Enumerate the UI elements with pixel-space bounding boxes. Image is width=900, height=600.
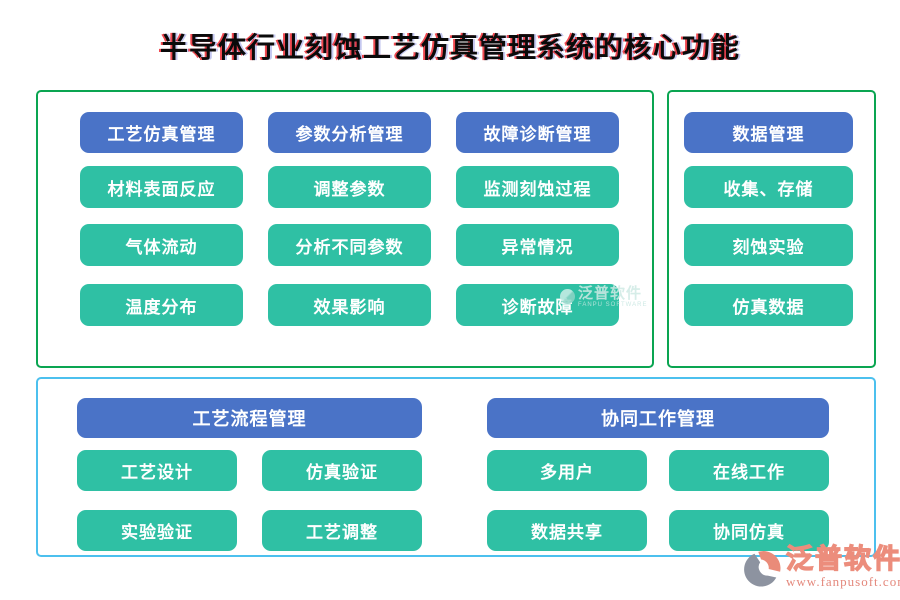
item-button-collab-simulation: 协同仿真	[669, 510, 829, 551]
category-button-fault: 故障诊断管理	[456, 112, 619, 153]
column-parameter-analysis: 参数分析管理 调整参数 分析不同参数 效果影响	[268, 112, 431, 326]
vendor-logo-icon	[744, 549, 782, 587]
item-button-data-share: 数据共享	[487, 510, 647, 551]
column-fault-diagnosis: 故障诊断管理 监测刻蚀过程 异常情况 诊断故障	[456, 112, 619, 326]
column-data-management: 数据管理 收集、存储 刻蚀实验 仿真数据	[684, 112, 853, 326]
vendor-logo: 泛普软件 www.fanpusoft.com	[744, 544, 900, 590]
item-button-simulation-data: 仿真数据	[684, 284, 853, 326]
item-button-effect-impact: 效果影响	[268, 284, 431, 326]
column-simulation-management: 工艺仿真管理 材料表面反应 气体流动 温度分布	[80, 112, 243, 326]
category-button-process-flow: 工艺流程管理	[77, 398, 422, 438]
item-button-simulation-verify: 仿真验证	[262, 450, 422, 491]
category-button-simulation: 工艺仿真管理	[80, 112, 243, 153]
panel-bottom: 工艺流程管理 工艺设计 仿真验证 实验验证 工艺调整 协同工作管理 多用户 在线…	[36, 377, 876, 557]
group-collaboration: 协同工作管理 多用户 在线工作 数据共享 协同仿真	[487, 398, 829, 570]
category-button-data: 数据管理	[684, 112, 853, 153]
item-button-gas-flow: 气体流动	[80, 224, 243, 266]
category-button-collaboration: 协同工作管理	[487, 398, 829, 438]
item-button-collect-store: 收集、存储	[684, 166, 853, 208]
item-button-monitor-etching: 监测刻蚀过程	[456, 166, 619, 208]
item-button-diagnose-fault: 诊断故障	[456, 284, 619, 326]
item-button-process-adjust: 工艺调整	[262, 510, 422, 551]
item-button-analyze-params: 分析不同参数	[268, 224, 431, 266]
button-row: 多用户 在线工作	[487, 450, 829, 491]
item-button-surface-reaction: 材料表面反应	[80, 166, 243, 208]
page-title: 半导体行业刻蚀工艺仿真管理系统的核心功能	[159, 32, 740, 63]
item-button-experiment-verify: 实验验证	[77, 510, 237, 551]
item-button-adjust-params: 调整参数	[268, 166, 431, 208]
button-row: 数据共享 协同仿真	[487, 510, 829, 551]
button-row: 工艺设计 仿真验证	[77, 450, 422, 491]
category-button-parameter: 参数分析管理	[268, 112, 431, 153]
vendor-logo-url: www.fanpusoft.com	[786, 574, 900, 589]
item-button-process-design: 工艺设计	[77, 450, 237, 491]
panel-data-management: 数据管理 收集、存储 刻蚀实验 仿真数据	[667, 90, 876, 368]
item-button-etch-experiment: 刻蚀实验	[684, 224, 853, 266]
item-button-online-work: 在线工作	[669, 450, 829, 491]
vendor-logo-name: 泛普软件	[785, 544, 900, 574]
item-button-multi-user: 多用户	[487, 450, 647, 491]
item-button-temperature: 温度分布	[80, 284, 243, 326]
item-button-abnormal: 异常情况	[456, 224, 619, 266]
group-process-flow: 工艺流程管理 工艺设计 仿真验证 实验验证 工艺调整	[77, 398, 422, 570]
panel-process-simulation: 工艺仿真管理 材料表面反应 气体流动 温度分布 参数分析管理 调整参数 分析不同…	[36, 90, 654, 368]
button-row: 实验验证 工艺调整	[77, 510, 422, 551]
